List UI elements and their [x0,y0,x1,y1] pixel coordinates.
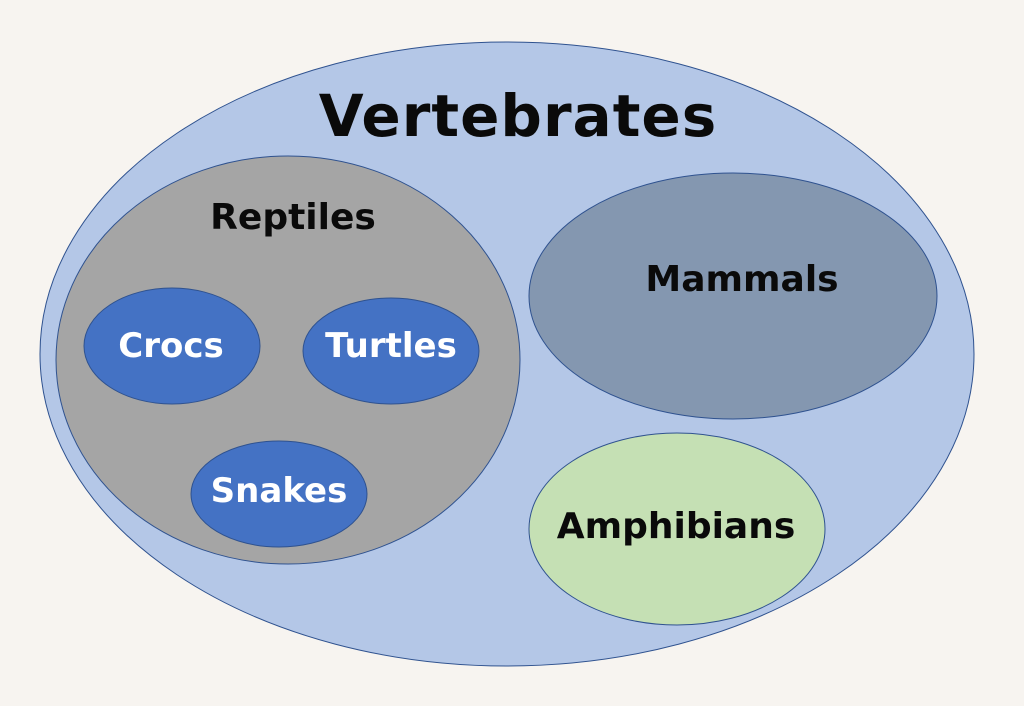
turtles-ellipse [302,297,480,405]
reptiles-ellipse [55,155,521,565]
snakes-label: Snakes [210,471,348,511]
amphibians-ellipse [528,432,826,626]
mammals-label: Mammals [645,259,839,300]
vertebrates-label: Vertebrates [318,82,718,150]
crocs-label: Crocs [118,326,224,366]
crocs-ellipse [83,287,261,405]
mammals-ellipse [528,172,938,420]
reptiles-label: Reptiles [210,197,376,238]
snakes-ellipse [190,440,368,548]
turtles-label: Turtles [325,326,457,366]
amphibians-label: Amphibians [556,506,796,547]
